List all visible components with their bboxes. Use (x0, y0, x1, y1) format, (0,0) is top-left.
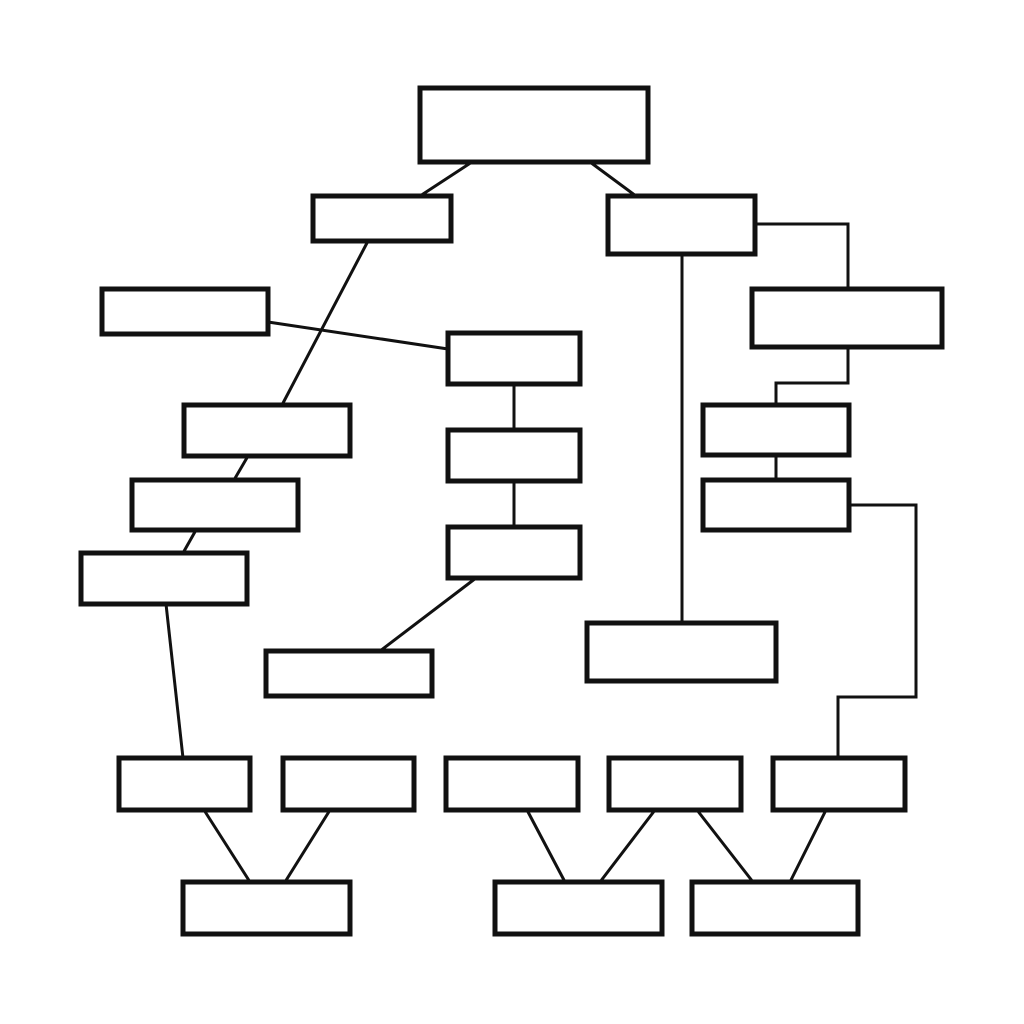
node (180, 879, 353, 937)
connectors (164, 160, 918, 883)
node (605, 193, 758, 257)
nodes (78, 85, 945, 937)
node (445, 330, 583, 387)
node (606, 755, 744, 813)
connector (379, 576, 477, 653)
node (492, 879, 665, 937)
node (263, 648, 435, 699)
connector (774, 347, 850, 405)
node (116, 755, 253, 813)
connector (598, 809, 657, 883)
connector (164, 603, 185, 759)
connector (419, 160, 473, 198)
node (310, 193, 454, 244)
node (700, 402, 852, 458)
node (280, 755, 417, 813)
node (584, 620, 779, 684)
connector (836, 503, 918, 758)
connector (589, 160, 637, 198)
node (700, 477, 852, 533)
connector (755, 222, 850, 289)
connector (695, 809, 755, 883)
node (129, 477, 301, 533)
connector (267, 320, 449, 351)
node (181, 402, 353, 459)
node (443, 755, 581, 813)
node (99, 286, 271, 337)
connector (280, 240, 370, 406)
node (770, 755, 908, 813)
node (689, 879, 861, 937)
connector (181, 529, 198, 554)
root-node (417, 85, 651, 165)
connector (283, 809, 332, 883)
node (445, 524, 583, 581)
connector (525, 809, 567, 883)
node (78, 550, 250, 607)
node (445, 427, 583, 484)
node (749, 286, 945, 350)
connector (202, 809, 252, 883)
connector (788, 809, 828, 883)
connector (232, 455, 250, 481)
